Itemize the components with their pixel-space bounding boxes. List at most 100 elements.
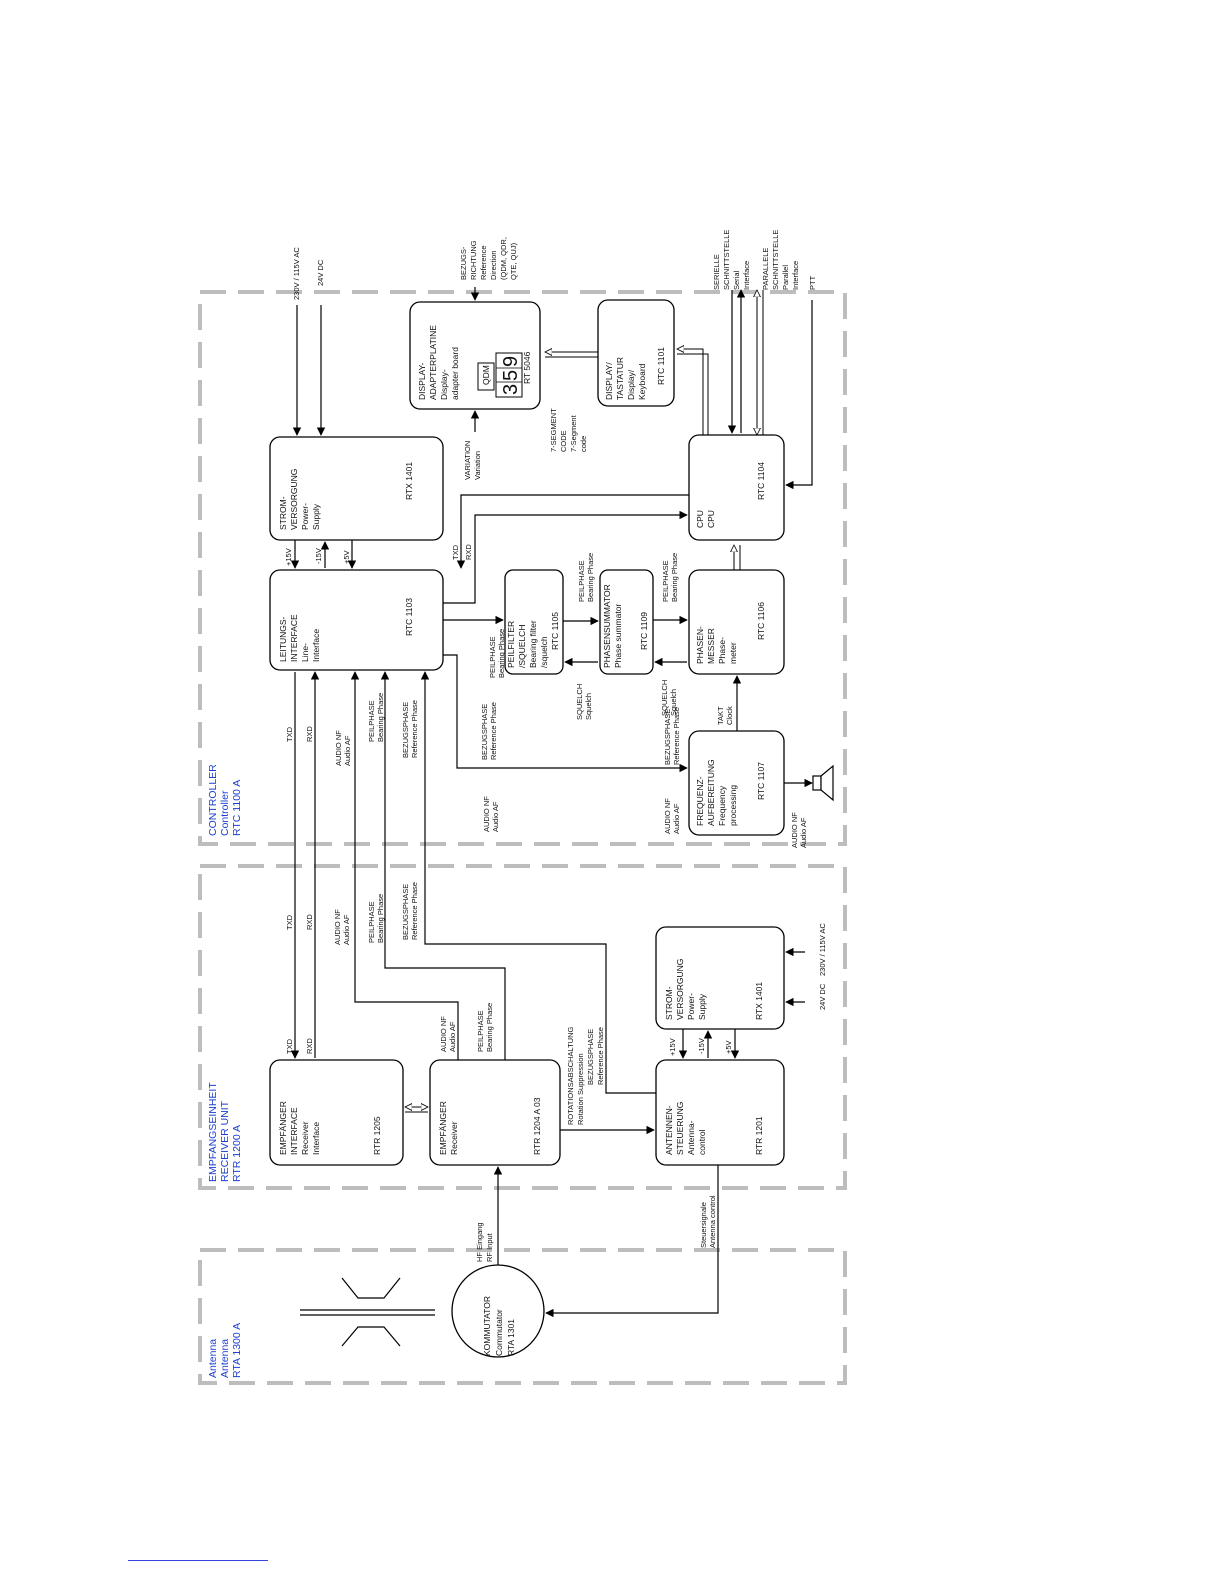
svg-text:7-Segment: 7-Segment <box>569 414 578 452</box>
minus15v-label-ctl: -15V <box>314 548 323 564</box>
svg-text:Power-: Power- <box>686 993 696 1020</box>
svg-text:Audio AF: Audio AF <box>672 803 681 834</box>
svg-text:Direction: Direction <box>489 250 498 280</box>
squelch-label-2: SQUELCH Squelch <box>660 680 678 716</box>
minus15v-label-rx: -15V <box>697 1038 706 1054</box>
speaker-icon <box>784 764 834 802</box>
svg-text:-15V: -15V <box>697 1038 706 1054</box>
svg-text:ROTATIONSABSCHALTUNG: ROTATIONSABSCHALTUNG <box>566 1026 575 1125</box>
svg-text:PHASENSUMMATOR: PHASENSUMMATOR <box>602 584 612 668</box>
controller-section-title: CONTROLLER Controller RTC 1100 A <box>207 764 243 836</box>
svg-text:Controller: Controller <box>219 790 231 836</box>
bearing-phase-label-receiver: PEILPHASE Bearing Phase <box>476 1003 494 1052</box>
svg-text:FREQUENZ-: FREQUENZ- <box>695 776 705 826</box>
svg-text:TXD: TXD <box>285 1038 294 1054</box>
svg-text:/SQUELCH: /SQUELCH <box>517 625 527 668</box>
svg-text:DISPLAY-: DISPLAY- <box>417 363 427 400</box>
svg-text:Supply: Supply <box>311 503 321 530</box>
display-keyboard-block: DISPLAY/ TASTATUR Display/ Keyboard RTC … <box>597 299 675 407</box>
svg-text:STEUERUNG: STEUERUNG <box>675 1102 685 1155</box>
svg-text:TXD: TXD <box>451 544 460 560</box>
svg-text:STROM-: STROM- <box>278 496 288 530</box>
svg-text:RTC 1106: RTC 1106 <box>756 602 766 640</box>
svg-text:RTX 1401: RTX 1401 <box>404 462 414 500</box>
reference-phase-label-ctl: BEZUGSPHASE Reference Phase <box>401 700 419 758</box>
svg-text:Frequency: Frequency <box>717 785 727 826</box>
svg-text:Serial: Serial <box>732 270 741 290</box>
svg-text:230V / 115V AC: 230V / 115V AC <box>292 247 301 300</box>
svg-text:Clock: Clock <box>725 706 734 725</box>
svg-text:CONTROLLER: CONTROLLER <box>207 764 219 836</box>
svg-text:Squelch: Squelch <box>669 689 678 716</box>
power-supply-controller-block: STROM- VERSORGUNG Power- Supply RTX 1401 <box>269 436 444 541</box>
svg-text:Supply: Supply <box>697 993 707 1020</box>
rxd-label-cpu: RXD <box>464 544 473 560</box>
svg-text:230V / 115V AC: 230V / 115V AC <box>818 923 827 976</box>
commutator-block: KOMMUTATOR Commutator RTA 1301 <box>451 1264 545 1358</box>
rxd-label-rx-bottom: RXD <box>305 1038 314 1054</box>
receiver-unit-section <box>198 864 847 1190</box>
svg-text:+5V: +5V <box>724 1040 733 1054</box>
receiver-interface-block: EMPFÄNGER INTERFACE Receiver Interface R… <box>269 1059 404 1166</box>
bearing-phase-label-rx-top: PEILPHASE Bearing Phase <box>367 894 385 943</box>
svg-text:PEILPHASE: PEILPHASE <box>577 560 586 602</box>
svg-text:AUDIO NF: AUDIO NF <box>439 1016 448 1052</box>
svg-text:MESSER: MESSER <box>706 628 716 664</box>
display-adapter-block: DISPLAY- ADAPTERPLATINE Display- adapter… <box>409 301 541 410</box>
svg-text:RTC 1103: RTC 1103 <box>404 598 414 636</box>
svg-text:RTC 1109: RTC 1109 <box>639 612 649 650</box>
audio-af-label-ctl: AUDIO NF Audio AF <box>334 730 352 766</box>
svg-text:Reference Phase: Reference Phase <box>410 882 419 940</box>
bearing-phase-label-meter: PEILPHASE Bearing Phase <box>661 553 679 602</box>
svg-text:Power-: Power- <box>300 503 310 530</box>
svg-text:Reference Phase: Reference Phase <box>596 1027 605 1085</box>
svg-text:/squelch: /squelch <box>539 636 549 668</box>
svg-text:BEZUGSPHASE: BEZUGSPHASE <box>401 884 410 940</box>
svg-text:TASTATUR: TASTATUR <box>615 357 625 400</box>
svg-text:PEILPHASE: PEILPHASE <box>476 1010 485 1052</box>
bearing-phase-label-sum: PEILPHASE Bearing Phase <box>577 553 595 602</box>
dc-label-rx: 24V DC <box>818 983 827 1010</box>
svg-text:Commutator: Commutator <box>494 1309 504 1356</box>
svg-text:Bearing Phase: Bearing Phase <box>376 693 385 742</box>
svg-text:AUDIO NF: AUDIO NF <box>482 796 491 832</box>
power-supply-receiver-block: STROM- VERSORGUNG Power- Supply RTX 1401 <box>655 926 785 1030</box>
svg-text:Audio AF: Audio AF <box>799 817 808 848</box>
svg-text:RXD: RXD <box>305 1038 314 1054</box>
svg-text:Reference: Reference <box>479 245 488 280</box>
svg-text:BEZUGS-: BEZUGS- <box>459 246 468 280</box>
reference-phase-label-mid: BEZUGSPHASE Reference Phase <box>480 702 498 760</box>
svg-text:Rotation Suppression: Rotation Suppression <box>576 1053 585 1125</box>
reference-phase-label-rx-top: BEZUGSPHASE Reference Phase <box>401 882 419 940</box>
svg-text:INTERFACE: INTERFACE <box>289 614 299 662</box>
svg-text:Phase-: Phase- <box>717 637 727 664</box>
svg-text:+5V: +5V <box>342 550 351 564</box>
svg-text:BEZUGSPHASE: BEZUGSPHASE <box>401 702 410 758</box>
bearing-phase-label-filter-in: PEILPHASE Bearing Phase <box>488 629 506 678</box>
svg-text:PHASEN-: PHASEN- <box>695 626 705 664</box>
svg-text:DISPLAY/: DISPLAY/ <box>604 362 614 400</box>
svg-text:RICHTUNG: RICHTUNG <box>469 240 478 280</box>
svg-text:Keyboard: Keyboard <box>637 363 647 400</box>
svg-text:-15V: -15V <box>314 548 323 564</box>
svg-text:Audio AF: Audio AF <box>342 914 351 945</box>
svg-text:Interface: Interface <box>311 1122 321 1155</box>
receiver-block: EMPFÄNGER Receiver RTR 1204 A 03 <box>429 1059 561 1166</box>
svg-text:QDM: QDM <box>481 365 491 385</box>
svg-text:PEILPHASE: PEILPHASE <box>661 560 670 602</box>
svg-text:PTT: PTT <box>808 275 817 290</box>
svg-text:RTA 1301: RTA 1301 <box>506 1319 516 1356</box>
svg-text:RT 5046: RT 5046 <box>522 351 532 384</box>
svg-text:Antenna control: Antenna control <box>708 1195 717 1248</box>
svg-text:Steuersignale: Steuersignale <box>699 1202 708 1248</box>
svg-text:RTC 1101: RTC 1101 <box>656 347 666 385</box>
svg-text:RTC 1100 A: RTC 1100 A <box>231 780 243 836</box>
svg-text:AUFBEREITUNG: AUFBEREITUNG <box>706 759 716 826</box>
svg-text:RTR 1200 A: RTR 1200 A <box>231 1125 243 1182</box>
svg-text:VERSORGUNG: VERSORGUNG <box>289 469 299 530</box>
receiver-unit-section-title: EMPFANGSEINHEIT RECEIVER UNIT RTR 1200 A <box>207 1082 243 1182</box>
svg-text:9: 9 <box>500 356 522 367</box>
svg-text:Audio AF: Audio AF <box>343 735 352 766</box>
svg-text:LEITUNGS-: LEITUNGS- <box>278 616 288 662</box>
svg-text:Variation: Variation <box>473 451 482 480</box>
